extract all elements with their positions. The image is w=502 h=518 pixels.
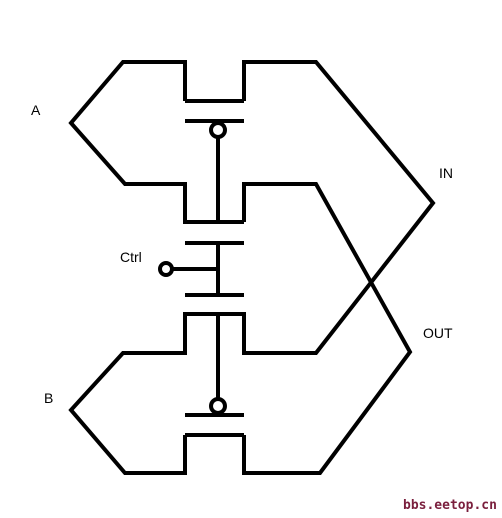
watermark-text: bbs.eetop.cn [403, 498, 497, 513]
label-ctrl: Ctrl [120, 249, 142, 265]
wire-a-upper [68, 60, 218, 224]
upper-gate-bubble [209, 121, 227, 139]
label-out: OUT [423, 325, 453, 341]
label-in: IN [439, 165, 453, 181]
label-b: B [44, 390, 54, 406]
wire-b-lower [68, 312, 218, 475]
lower-gate-bubble [209, 397, 227, 415]
label-a: A [31, 102, 41, 118]
wire-out-middle [242, 182, 413, 475]
ctrl-terminal [158, 261, 174, 277]
wire-in-upper [218, 60, 436, 355]
